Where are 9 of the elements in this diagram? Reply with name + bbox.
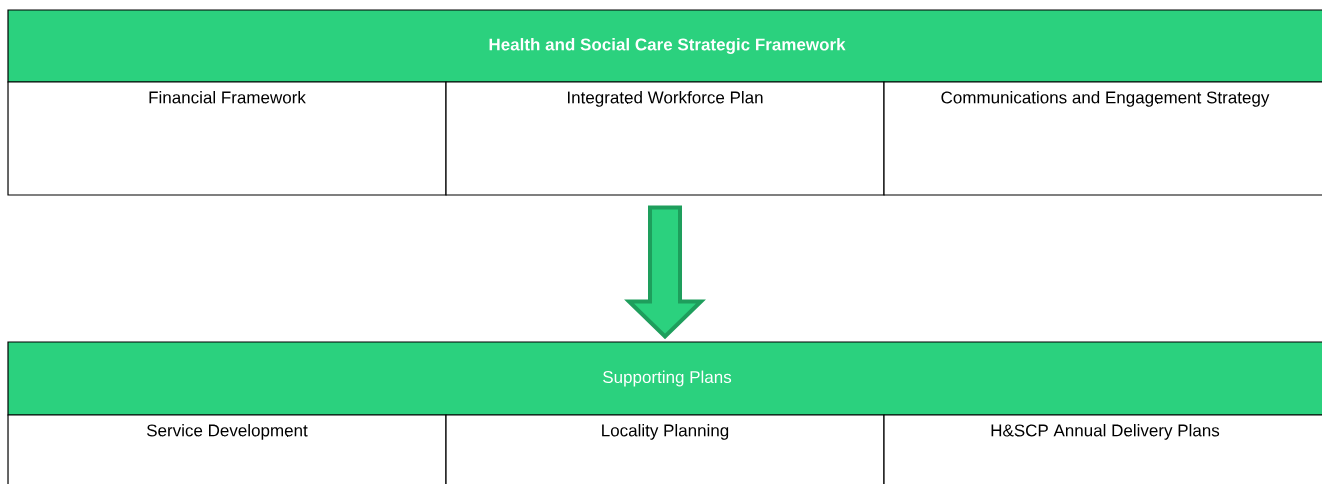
table-cell: Locality Planning [445,414,885,484]
table-cell: H&SCP Annual Delivery Plans [883,414,1322,484]
table-cell: Integrated Workforce Plan [445,81,885,196]
table-cell: Communications and Engagement Strategy [883,81,1322,196]
table-cell: Financial Framework [7,81,447,196]
block-arrow [624,205,706,340]
header-band: Supporting Plans [7,341,1322,416]
table-cell: Service Development [7,414,447,484]
header-band: Health and Social Care Strategic Framework [7,9,1322,83]
